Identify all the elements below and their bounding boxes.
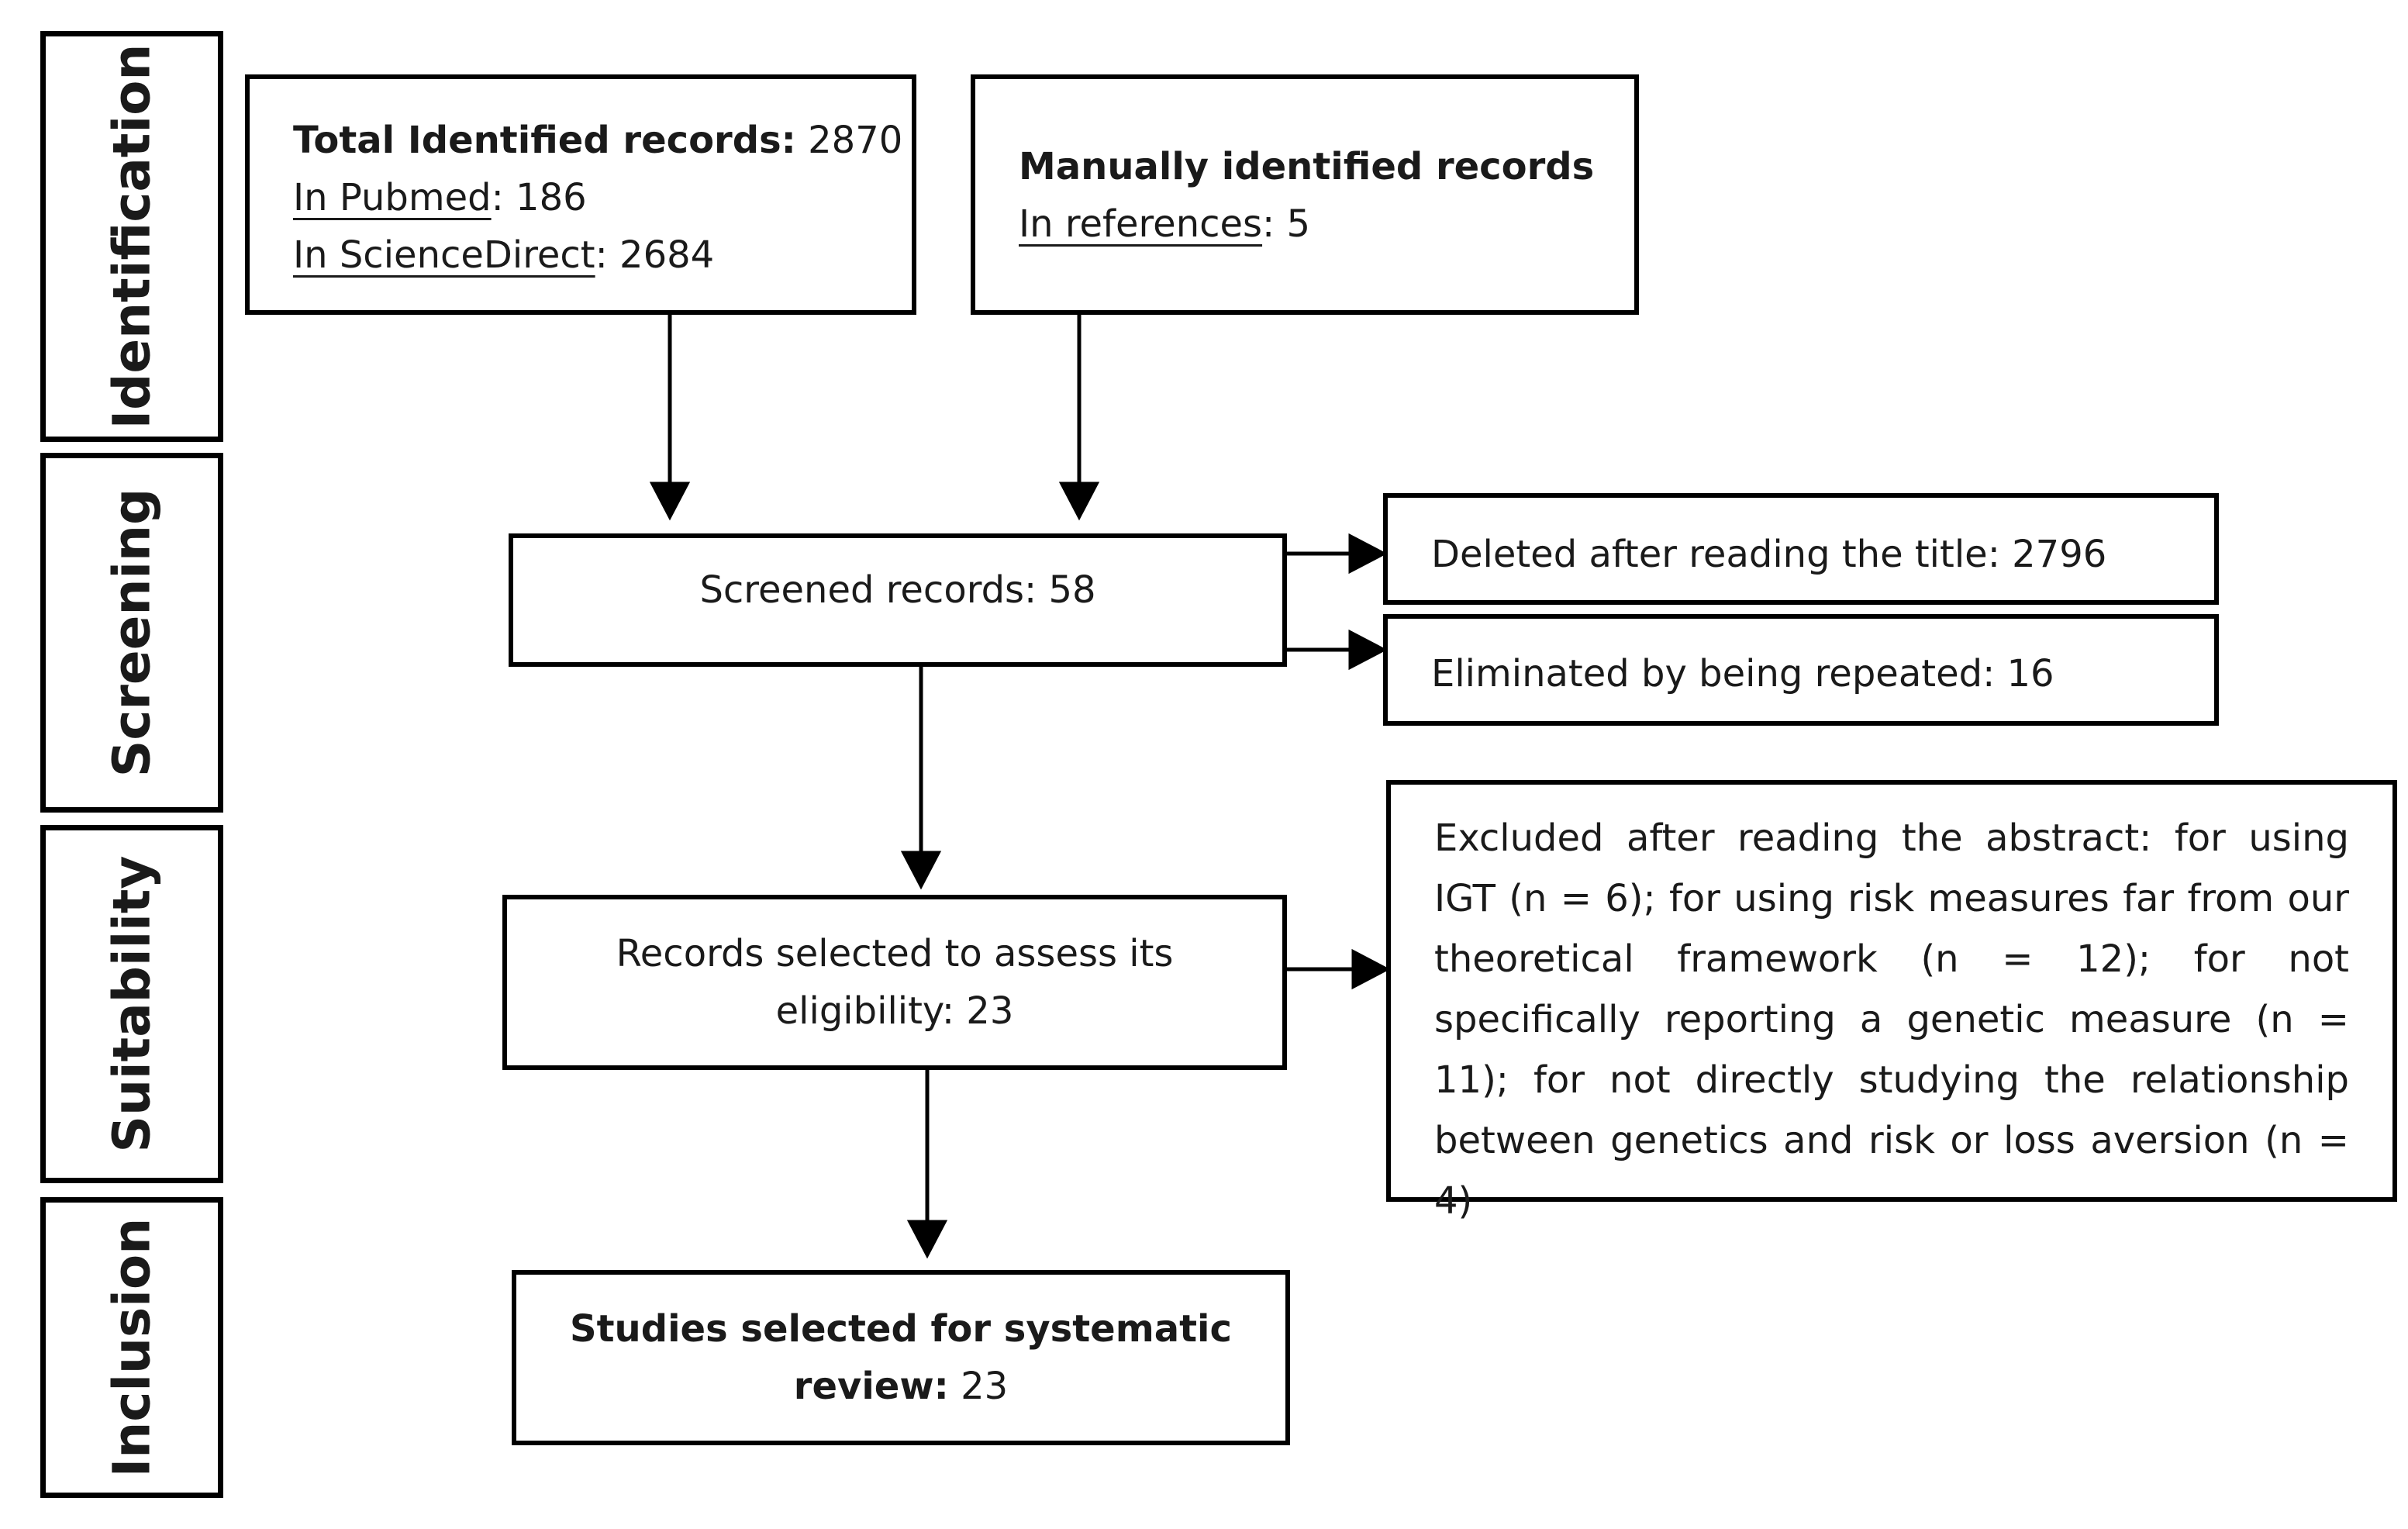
arrowhead (1058, 481, 1100, 521)
excluded-abstract-box: Excluded after reading the abstract: for… (1386, 780, 2397, 1223)
references-label: In references (1019, 202, 1263, 246)
excluded-abstract-text: Excluded after reading the abstract: for… (1434, 816, 2349, 1223)
manual-records-box: Manually identified records In reference… (971, 74, 1639, 315)
eliminated-repeated-box: Eliminated by being repeated: 16 (1383, 614, 2219, 726)
pubmed-label: In Pubmed (293, 176, 492, 219)
pubmed-value: : 186 (491, 176, 587, 219)
stage-screening: Screening (40, 453, 223, 813)
eligibility-line-1: Records selected to assess its (616, 932, 1174, 975)
arrowhead (1348, 533, 1388, 575)
total-identified-line: Total Identified records: 2870 (293, 112, 912, 169)
eliminated-repeated-text: Eliminated by being repeated: 16 (1431, 652, 2054, 695)
total-identified-label: Total Identified records: (293, 119, 796, 162)
deleted-title-text: Deleted after reading the title: 2796 (1431, 533, 2107, 576)
stage-identification: Identification (40, 31, 223, 442)
arrowhead (1348, 629, 1388, 671)
references-line: In references: 5 (1019, 195, 1634, 253)
arrowhead (906, 1220, 948, 1259)
eligibility-line-2: eligibility: 23 (775, 989, 1014, 1033)
studies-selected-review-label: review: (793, 1365, 949, 1408)
screened-records-text: Screened records: 58 (699, 568, 1096, 612)
stage-inclusion: Inclusion (40, 1197, 223, 1498)
arrowhead (900, 851, 942, 890)
studies-selected-line-2: review: 23 (794, 1358, 1008, 1415)
eligibility-box: Records selected to assess its eligibili… (502, 895, 1287, 1070)
studies-selected-line-1: Studies selected for systematic (570, 1300, 1232, 1358)
studies-selected-value: 23 (948, 1365, 1009, 1408)
sciencedirect-line: In ScienceDirect: 2684 (293, 226, 912, 284)
manual-records-line: Manually identified records (1019, 138, 1634, 195)
references-value: : 5 (1262, 202, 1311, 246)
sciencedirect-label: In ScienceDirect (293, 233, 595, 277)
total-identified-value: 2870 (808, 119, 903, 162)
deleted-title-box: Deleted after reading the title: 2796 (1383, 493, 2219, 605)
sciencedirect-value: : 2684 (595, 233, 715, 277)
stage-suitability: Suitability (40, 825, 223, 1183)
studies-selected-box: Studies selected for systematic review: … (512, 1270, 1290, 1445)
studies-selected-label: Studies selected for systematic (570, 1307, 1232, 1351)
manual-records-label: Manually identified records (1019, 145, 1595, 188)
pubmed-line: In Pubmed: 186 (293, 169, 912, 226)
screened-records-box: Screened records: 58 (509, 533, 1287, 667)
arrowhead (1351, 948, 1391, 990)
arrowhead (649, 481, 691, 521)
total-identified-box: Total Identified records: 2870 In Pubmed… (245, 74, 916, 315)
